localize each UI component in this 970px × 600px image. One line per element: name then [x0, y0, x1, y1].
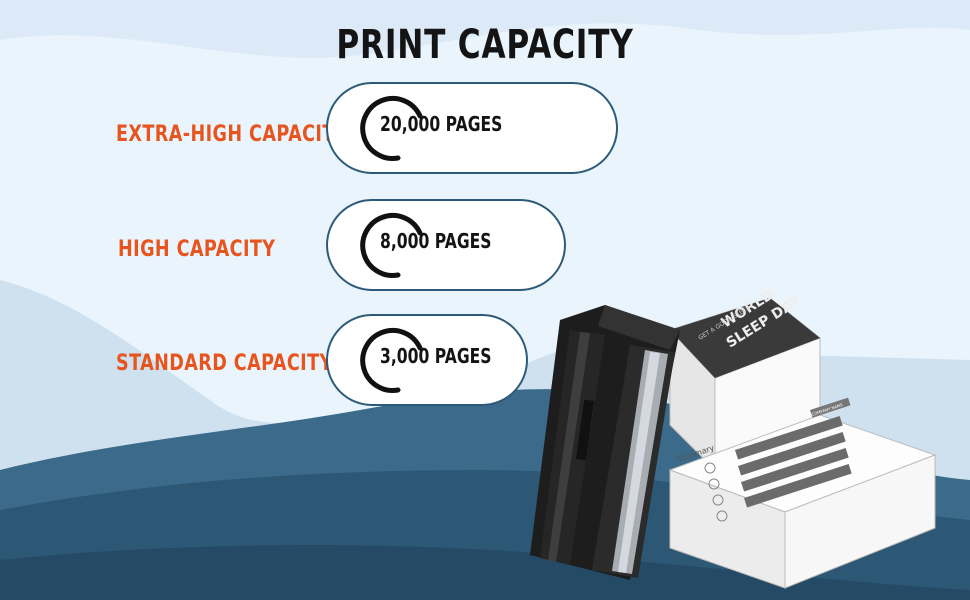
capacity-pill-extra-high: 20,000 PAGES: [326, 82, 618, 174]
circle-ring-icon: [360, 328, 423, 393]
page-title: PRINT CAPACITY: [336, 22, 634, 68]
circle-ring-icon: [360, 213, 423, 278]
capacity-pill-standard: 3,000 PAGES: [326, 314, 528, 406]
paper-stack-image: Summary COMPANY NAME: [668, 397, 937, 589]
capacity-pages-extra-high: 20,000 PAGES: [380, 112, 503, 136]
circle-ring-icon: [360, 96, 423, 161]
capacity-label-extra-high: EXTRA-HIGH CAPACITY: [116, 122, 348, 147]
capacity-label-high: HIGH CAPACITY: [118, 237, 276, 262]
capacity-pages-standard: 3,000 PAGES: [380, 344, 492, 368]
capacity-label-standard: STANDARD CAPACITY: [116, 351, 333, 376]
capacity-pill-high: 8,000 PAGES: [326, 199, 566, 291]
product-illustration: WORLD SLEEP DAY GET A GOOD SLEEP Summary…: [530, 290, 937, 589]
toner-cartridge-image: [530, 305, 680, 580]
paper-stack-image: WORLD SLEEP DAY GET A GOOD SLEEP: [669, 290, 821, 472]
capacity-pages-high: 8,000 PAGES: [380, 229, 492, 253]
